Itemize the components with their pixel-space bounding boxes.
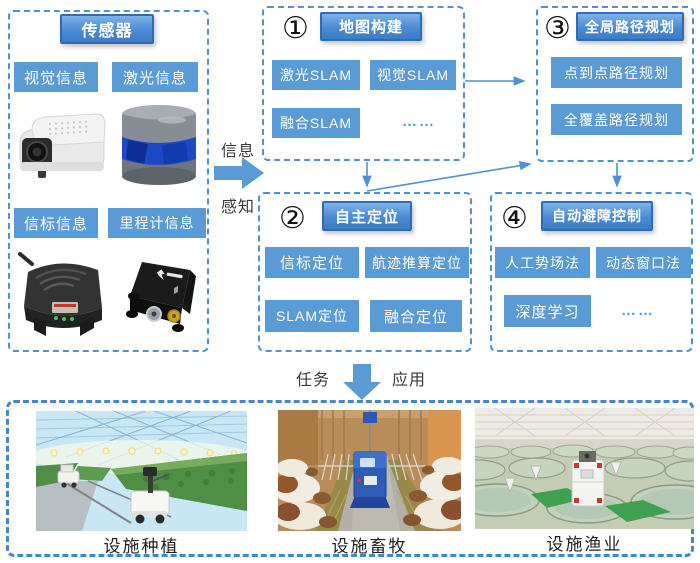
beacon-reader-image [14,246,108,348]
planting-caption: 设施种植 [103,536,180,556]
visual-info-label: 视觉信息 [14,62,98,92]
greenhouse-robot-figure [130,467,170,524]
sensor-panel-title: 传感器 [60,14,154,44]
fishery-tanks-photo [475,408,694,529]
point-to-point-label: 点到点路径规划 [551,57,682,88]
map-building-title: 地图构建 [320,12,422,41]
visual-slam-label: 视觉SLAM [370,60,456,90]
laser-slam-label: 激光SLAM [272,60,360,90]
lidar-image [114,98,204,192]
localization-number: ② [279,202,306,235]
obstacle-avoidance-number: ④ [501,202,528,235]
fusion-slam-label: 融合SLAM [272,108,360,138]
task-flow-label: 任务 [295,372,330,389]
potential-field-label: 人工势场法 [495,247,590,278]
info-flow-arrow [214,157,264,189]
sensor-panel: 传感器 视觉信息 激光信息 [8,10,209,352]
fishery-robot-figure [571,451,605,507]
dead-reckoning-label: 航迹推算定位 [365,247,469,278]
deep-learning-label: 深度学习 [504,295,591,327]
info-flow-label: 信息 [220,143,255,160]
beacon-info-label: 信标信息 [14,208,98,238]
odometer-info-label: 里程计信息 [108,208,206,238]
localization-title: 自主定位 [322,201,412,231]
feeding-robot-figure [350,410,390,508]
greenhouse-robot2-figure [57,464,80,488]
obstacle-avoidance-ellipsis: …… [621,301,655,319]
map-building-number: ① [282,12,309,45]
depth-camera-image [12,100,110,188]
application-flow-label: 应用 [391,372,426,389]
fishery-caption: 设施渔业 [546,534,623,554]
localization-panel: ② 自主定位 信标定位 航迹推算定位 SLAM定位 融合定位 [258,192,472,352]
global-path-number: ③ [544,12,571,45]
dynamic-window-label: 动态窗口法 [596,247,691,278]
greenhouse-planting-photo [36,411,247,531]
task-flow-arrow [343,364,381,400]
map-building-panel: ① 地图构建 激光SLAM 视觉SLAM 融合SLAM …… [262,6,465,161]
global-path-panel: ③ 全局路径规划 点到点路径规划 全覆盖路径规划 [536,6,694,162]
obstacle-avoidance-panel: ④ 自动避障控制 人工势场法 动态窗口法 深度学习 …… [490,192,693,352]
map-building-ellipsis: …… [402,112,436,130]
cows-left-figure [278,459,337,530]
beacon-localization-label: 信标定位 [265,247,359,278]
imu-image [112,244,206,346]
livestock-barn-photo [278,410,461,531]
slam-localization-label: SLAM定位 [265,300,359,332]
applications-panel: 设施种植 设施畜牧 设施渔业 [6,400,694,557]
full-coverage-label: 全覆盖路径规划 [551,104,682,135]
cows-right-figure [403,457,461,529]
laser-info-label: 激光信息 [112,62,198,92]
fusion-localization-label: 融合定位 [370,300,462,332]
global-path-title: 全局路径规划 [576,12,684,41]
obstacle-avoidance-title: 自动避障控制 [541,201,653,231]
perception-flow-label: 感知 [220,199,255,216]
livestock-caption: 设施畜牧 [331,536,408,556]
arrow-localization-to-globalpath [366,160,532,192]
